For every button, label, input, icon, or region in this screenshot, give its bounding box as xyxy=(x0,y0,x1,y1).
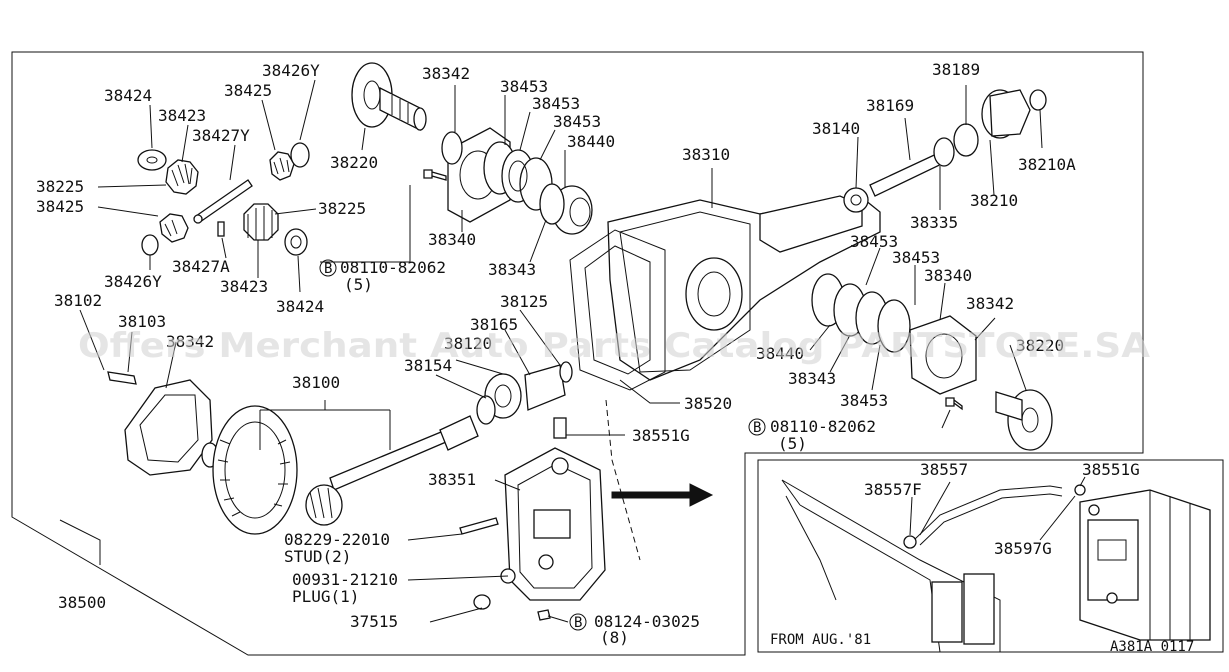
main-frame xyxy=(11,51,1144,656)
label-38140: 38140 xyxy=(812,119,860,138)
label-38453-b: 38453 xyxy=(532,94,580,113)
label-38351: 38351 xyxy=(428,470,476,489)
label-38453-d: 38453 xyxy=(850,232,898,251)
label-38210A: 38210A xyxy=(1018,155,1076,174)
label-37515: 37515 xyxy=(350,612,398,631)
label-circle-b-a: B xyxy=(324,261,332,277)
label-bolt-a-qty: (5) xyxy=(344,275,373,294)
label-38125: 38125 xyxy=(500,292,548,311)
label-38220-right: 38220 xyxy=(1016,336,1064,355)
label-bolt-b: 08110-82062 xyxy=(770,417,876,436)
carrier-housing xyxy=(476,187,881,425)
label-38440-right: 38440 xyxy=(756,344,804,363)
label-inset-38597G: 38597G xyxy=(994,539,1052,558)
label-bolt-b-qty: (5) xyxy=(778,434,807,453)
label-38102: 38102 xyxy=(54,291,102,310)
label-38343-right: 38343 xyxy=(788,369,836,388)
inset-frame xyxy=(757,459,1224,653)
label-38335: 38335 xyxy=(910,213,958,232)
leader-lines xyxy=(59,79,1086,623)
label-38427Y: 38427Y xyxy=(192,126,250,145)
label-38424-top: 38424 xyxy=(104,86,152,105)
label-figure-code: A381A 0117 xyxy=(1110,639,1194,655)
inset-drawing xyxy=(781,479,1211,653)
diff-case-ring-gear xyxy=(107,371,479,535)
pinion-shaft-right xyxy=(869,89,1047,197)
label-38453-f: 38453 xyxy=(840,391,888,410)
watermark-text: Offers Merchant Auto Parts Catalog PARTS… xyxy=(78,326,1151,366)
label-38340-right: 38340 xyxy=(924,266,972,285)
label-bolt-c-qty: (8) xyxy=(600,628,629,647)
label-stud-text: STUD(2) xyxy=(284,547,351,566)
label-inset-note: FROM AUG.'81 xyxy=(770,632,871,648)
right-bearing-stack xyxy=(811,273,1053,451)
label-38340-left: 38340 xyxy=(428,230,476,249)
label-38440-top: 38440 xyxy=(567,132,615,151)
label-stud-number: 08229-22010 xyxy=(284,530,390,549)
part-labels: 38426Y 38424 38425 38423 38427Y 38225 38… xyxy=(36,60,1194,655)
label-38100: 38100 xyxy=(292,373,340,392)
label-38225-left: 38225 xyxy=(36,177,84,196)
label-plug-number: 00931-21210 xyxy=(292,570,398,589)
label-38424-bot: 38424 xyxy=(276,297,324,316)
label-38220: 38220 xyxy=(330,153,378,172)
label-38453-a: 38453 xyxy=(500,77,548,96)
label-inset-38557F: 38557F xyxy=(864,480,922,499)
label-38165: 38165 xyxy=(470,315,518,334)
label-38453-c: 38453 xyxy=(553,112,601,131)
label-38520: 38520 xyxy=(684,394,732,413)
label-38426Y-bot: 38426Y xyxy=(104,272,162,291)
label-inset-38551G: 38551G xyxy=(1082,460,1140,479)
label-plug-text: PLUG(1) xyxy=(292,587,359,606)
diff-gears-group xyxy=(137,142,310,256)
label-38500: 38500 xyxy=(58,593,106,612)
label-38423-top: 38423 xyxy=(158,106,206,125)
label-38423-bot: 38423 xyxy=(220,277,268,296)
label-bolt-a: 08110-82062 xyxy=(340,258,446,277)
label-38427A: 38427A xyxy=(172,257,230,276)
label-38342-right: 38342 xyxy=(966,294,1014,313)
label-circle-b-c: B xyxy=(574,615,582,631)
label-38343-left: 38343 xyxy=(488,260,536,279)
label-circle-b-b: B xyxy=(753,420,761,436)
label-38310: 38310 xyxy=(682,145,730,164)
label-inset-38557: 38557 xyxy=(920,460,968,479)
label-38342-top: 38342 xyxy=(422,64,470,83)
label-38154: 38154 xyxy=(404,356,452,375)
label-38425-left: 38425 xyxy=(36,197,84,216)
label-38210: 38210 xyxy=(970,191,1018,210)
label-38425-top: 38425 xyxy=(224,81,272,100)
left-bearing-stack xyxy=(423,127,593,235)
side-flange-top xyxy=(351,62,427,132)
label-38225-right: 38225 xyxy=(318,199,366,218)
label-bolt-c: 08124-03025 xyxy=(594,612,700,631)
label-38169: 38169 xyxy=(866,96,914,115)
label-38453-e: 38453 xyxy=(892,248,940,267)
label-38189: 38189 xyxy=(932,60,980,79)
label-38426Y-top: 38426Y xyxy=(262,61,320,80)
label-38120: 38120 xyxy=(444,334,492,353)
rear-cover xyxy=(459,399,714,621)
label-38551G: 38551G xyxy=(632,426,690,445)
label-38342-left: 38342 xyxy=(166,332,214,351)
label-38103: 38103 xyxy=(118,312,166,331)
